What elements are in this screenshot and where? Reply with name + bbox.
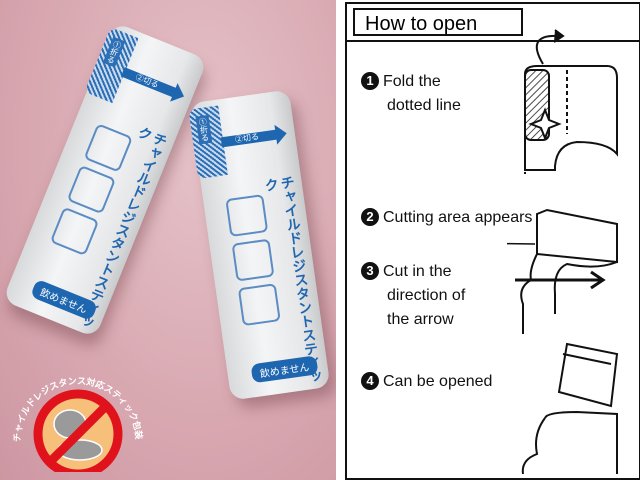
opening-diagram [507, 29, 619, 474]
cutting-area-pointer [507, 242, 536, 245]
step-text: Cutting area appears [383, 209, 533, 226]
step-pictogram [231, 238, 275, 282]
cut-label: ②切る [234, 132, 260, 145]
title-line-1: チャイルドレジスタント [278, 174, 316, 330]
step-text: dotted line [387, 97, 461, 114]
step-number: 4 [361, 372, 379, 390]
divider [347, 40, 639, 42]
step-text: Can be opened [383, 373, 493, 390]
fold-label: ①折る [102, 36, 126, 68]
stick-pack-front: ①折る ②切る チャイルドレジスタントスティック 飲めません [188, 89, 331, 401]
step-number: 1 [361, 72, 379, 90]
step-text: the arrow [387, 311, 454, 328]
instructions-title: How to open [353, 8, 523, 36]
step-number: 2 [361, 208, 379, 226]
child-resistant-logo: チャイルドレジスタンス対応スティック包装 [12, 375, 145, 472]
step-text: direction of [387, 287, 466, 304]
fold-tab: ①折る [84, 27, 139, 104]
step-text: Cut in the [383, 263, 452, 280]
stick-pack-back: ①折る ②切る チャイルドレジスタントスティック 飲めません [2, 22, 208, 338]
step-number: 3 [361, 262, 379, 280]
fold-label: ①折る [195, 114, 213, 145]
step-pictogram [237, 283, 281, 327]
cut-arrow-icon: ②切る [120, 67, 177, 98]
cut-arrow-icon: ②切る [220, 129, 278, 148]
prohibition-slash [46, 402, 110, 466]
fold-arrow-icon [535, 34, 560, 65]
cut-label: ②切る [134, 72, 160, 90]
step-pictogram [225, 194, 269, 238]
step-text: Fold the [383, 73, 441, 90]
product-photo: ①折る ②切る チャイルドレジスタントスティック 飲めません ①折る ②切る チ… [0, 0, 336, 480]
